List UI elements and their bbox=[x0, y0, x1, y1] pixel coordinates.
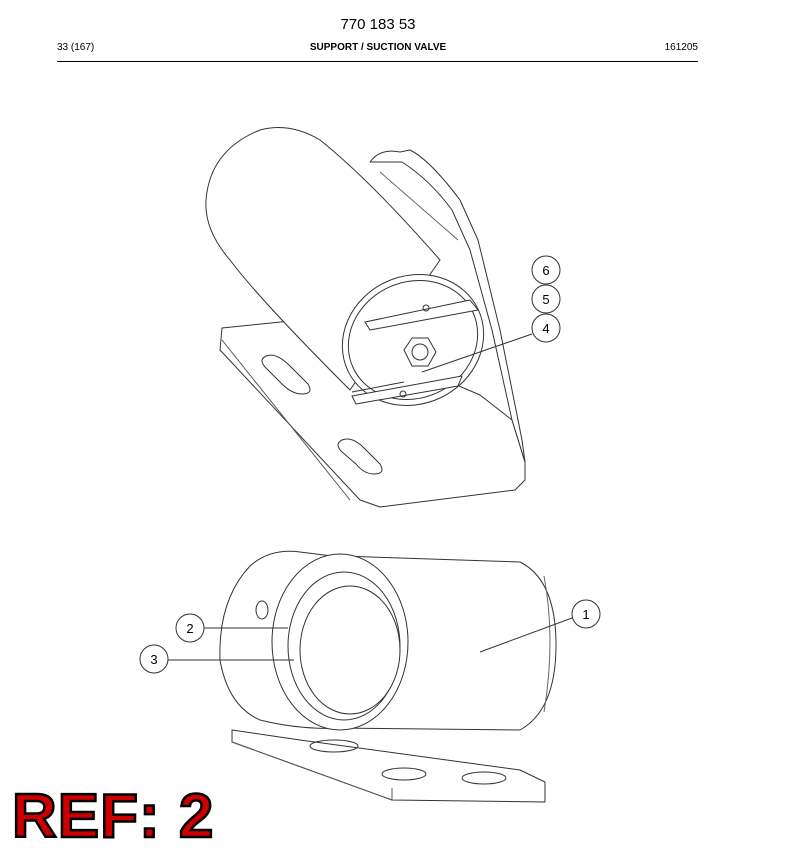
lower-assembly-view bbox=[219, 550, 557, 803]
lower-slot-1 bbox=[309, 739, 359, 753]
date-code: 161205 bbox=[664, 42, 698, 53]
upper-slot-1 bbox=[261, 354, 311, 395]
upper-vertical-bracket bbox=[369, 149, 526, 463]
document-title: SUPPORT / SUCTION VALVE bbox=[309, 42, 447, 53]
lower-slot-3 bbox=[461, 771, 507, 785]
callout-1-label: 1 bbox=[582, 607, 589, 622]
lower-port-bore bbox=[299, 585, 401, 715]
ref-stamp: REF: 2 bbox=[11, 782, 215, 851]
callout-1: 1 bbox=[479, 599, 601, 653]
upper-hex-nut bbox=[403, 337, 437, 367]
callout-5-label: 5 bbox=[542, 292, 549, 307]
callout-4-label: 4 bbox=[542, 321, 549, 336]
callout-2-label: 2 bbox=[186, 621, 193, 636]
page-reference: 33 (167) bbox=[57, 42, 95, 53]
callout-2: 2 bbox=[175, 613, 288, 643]
callout-5: 5 bbox=[531, 284, 561, 314]
callout-3: 3 bbox=[139, 644, 294, 674]
callout-3-label: 3 bbox=[150, 652, 157, 667]
upper-slot-2 bbox=[337, 438, 383, 475]
callout-4: 4 bbox=[421, 313, 561, 373]
callout-6-label: 6 bbox=[542, 263, 549, 278]
document-number: 770 183 53 bbox=[340, 16, 416, 33]
lower-slot-2 bbox=[381, 767, 427, 781]
upper-assembly-view bbox=[205, 127, 526, 508]
lower-base-plate bbox=[231, 729, 546, 803]
header-divider bbox=[57, 61, 698, 62]
callout-6: 6 bbox=[531, 255, 561, 285]
